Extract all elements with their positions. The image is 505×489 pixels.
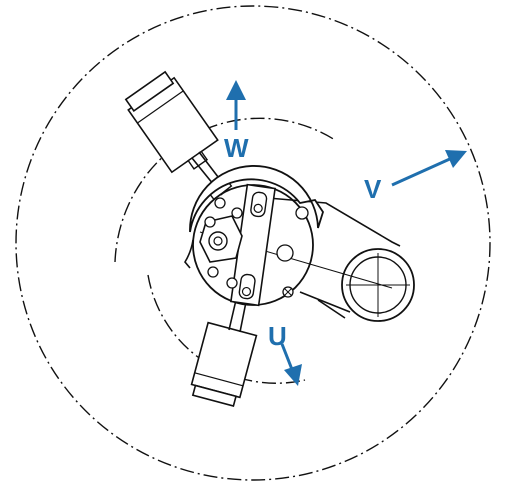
u-arrow (280, 343, 302, 386)
w-arrow (226, 80, 246, 130)
v-label: V (364, 174, 382, 204)
swing-arm (267, 197, 415, 322)
w-label: W (224, 133, 249, 163)
u-label: U (268, 321, 287, 351)
lower-gripper (190, 299, 258, 407)
v-arrow (391, 150, 467, 187)
rotor-body (184, 165, 324, 307)
outer-dashdot-circle (15, 5, 491, 481)
